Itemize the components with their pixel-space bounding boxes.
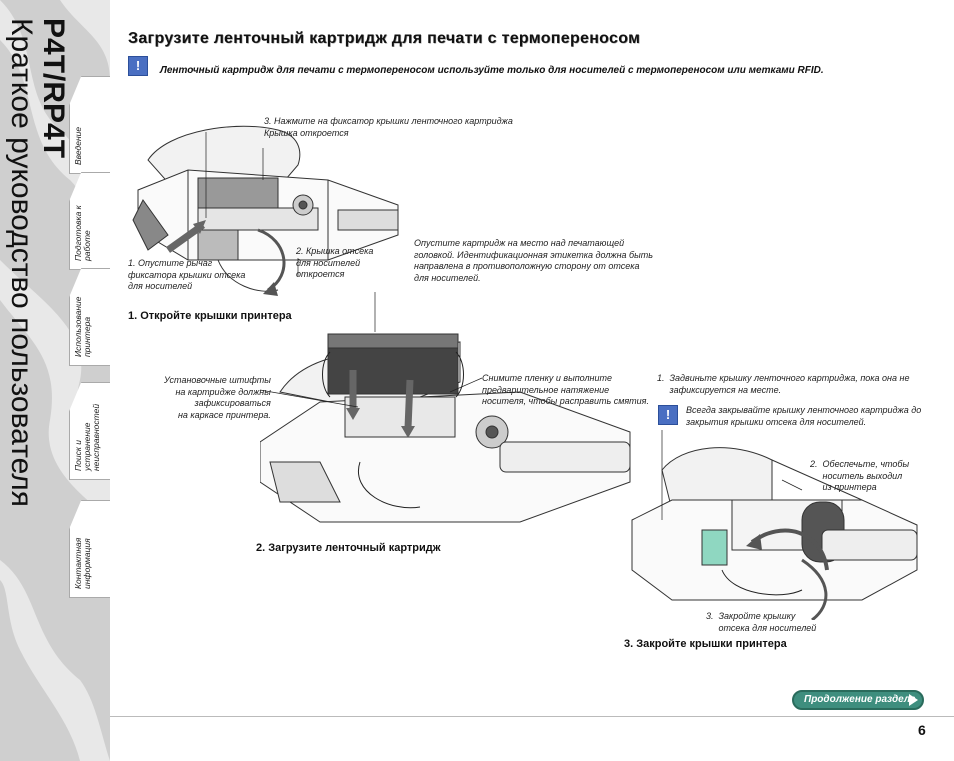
step-3-label: 3. Закройте крышки принтера bbox=[624, 638, 787, 650]
sidebar: P4T/RP4T Краткое руководство пользовател… bbox=[0, 0, 110, 761]
fig3-callout-1: 1. Задвиньте крышку ленточного картриджа… bbox=[657, 373, 910, 395]
tab-using-printer[interactable]: Использование принтера bbox=[69, 268, 110, 366]
printer-closed-figure bbox=[631, 430, 918, 620]
continue-label: Продолжение раздела bbox=[804, 694, 916, 705]
page-heading: Загрузите ленточный картридж для печати … bbox=[128, 30, 641, 47]
vertical-title: P4T/RP4T Краткое руководство пользовател… bbox=[4, 18, 74, 578]
fig1-callout-2: 2. Крышка отсека для носителей откроется bbox=[296, 246, 374, 279]
tab-troubleshooting[interactable]: Поиск и устранение неисправностей bbox=[69, 382, 110, 480]
model-title: P4T/RP4T bbox=[37, 18, 70, 159]
tab-intro[interactable]: Введение bbox=[69, 76, 110, 174]
fig2-callout-top: Опустите картридж на место над печатающе… bbox=[414, 238, 653, 283]
warning-icon: ! bbox=[658, 405, 678, 425]
footer-divider bbox=[110, 716, 954, 717]
fig3-note: ! Всегда закрывайте крышку ленточного ка… bbox=[658, 405, 921, 427]
ribbon-cartridge-figure bbox=[260, 292, 631, 523]
top-warning-note: ! Ленточный картридж для печати с термоп… bbox=[128, 56, 824, 76]
fig2-callout-right: Снимите пленку и выполните предварительн… bbox=[482, 373, 649, 406]
continue-section-button[interactable]: Продолжение раздела bbox=[792, 690, 924, 710]
printer-open-figure bbox=[132, 125, 399, 296]
fig3-callout-3: 3. Закройте крышку отсека для носителей bbox=[706, 611, 817, 633]
tab-contacts[interactable]: Контактная информация bbox=[69, 500, 110, 598]
fig3-callout-2: 2. Обеспечьте, чтобы носитель выходил из… bbox=[810, 459, 910, 492]
step-1-label: 1. Откройте крышки принтера bbox=[128, 310, 292, 322]
fig2-callout-left: Установочные штифты на картридже должны … bbox=[164, 375, 271, 420]
page-number: 6 bbox=[918, 722, 926, 738]
fig1-callout-1: 1. Опустите рычаг фиксатора крышки отсек… bbox=[128, 258, 246, 291]
fig3-note-text: Всегда закрывайте крышку ленточного карт… bbox=[686, 405, 922, 427]
fig1-callout-3: 3. Нажмите на фиксатор крышки ленточного… bbox=[264, 116, 513, 138]
play-arrow-icon bbox=[909, 694, 918, 706]
tab-getting-started[interactable]: Подготовка к работе bbox=[69, 172, 110, 270]
guide-title: Краткое руководство пользователя bbox=[5, 18, 38, 508]
top-note-text: Ленточный картридж для печати с термопер… bbox=[160, 65, 824, 76]
step-2-label: 2. Загрузите ленточный картридж bbox=[256, 542, 441, 554]
warning-icon: ! bbox=[128, 56, 148, 76]
